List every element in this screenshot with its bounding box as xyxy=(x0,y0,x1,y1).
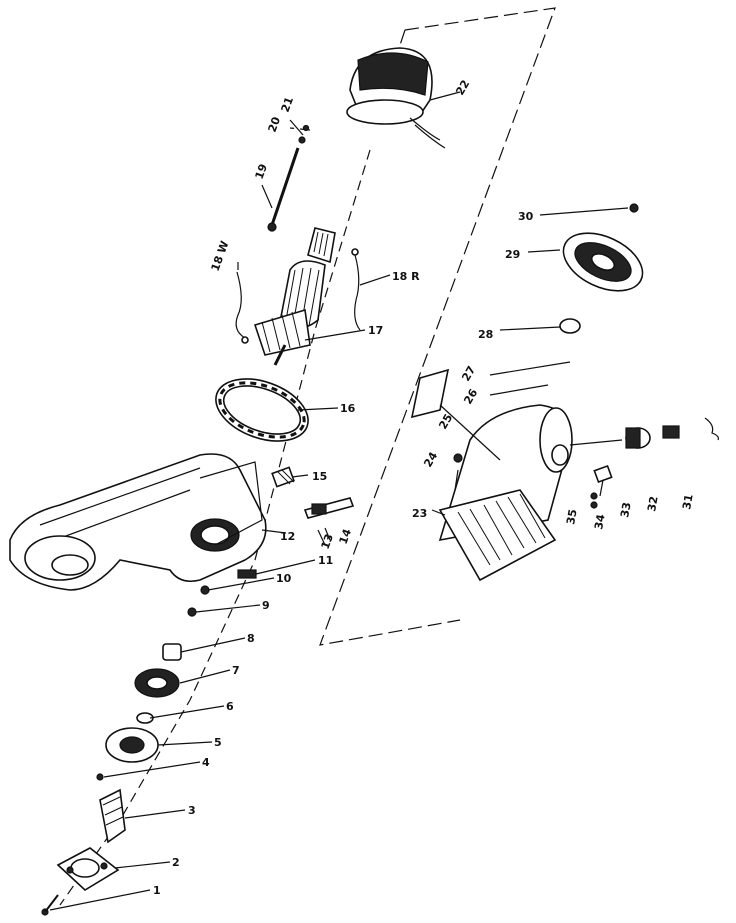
leader-lines xyxy=(49,91,629,911)
part-label-6: 6 xyxy=(226,700,234,713)
armature-part xyxy=(253,227,336,366)
part-label-20: 20 xyxy=(266,115,284,134)
spindle-part xyxy=(99,788,126,844)
spindle-lock-pin-part xyxy=(303,497,355,546)
part-label-19: 19 xyxy=(253,162,270,181)
brush-leads xyxy=(235,248,361,344)
gear-housing-part xyxy=(9,453,267,591)
part-label-33: 33 xyxy=(618,501,633,518)
part-labels: 1 2 3 4 5 6 7 8 9 10 11 12 13 14 15 16 1… xyxy=(153,78,696,897)
part-label-5: 5 xyxy=(214,736,222,749)
part-label-34: 34 xyxy=(592,513,608,531)
part-label-3: 3 xyxy=(188,804,196,817)
bearing-plate-part xyxy=(56,847,120,891)
bearing-part xyxy=(162,643,182,661)
part-label-23: 23 xyxy=(412,507,427,520)
end-cap-screw-part xyxy=(629,203,639,213)
motor-housing-part xyxy=(438,404,573,582)
part-label-22: 22 xyxy=(453,78,472,98)
part-label-4: 4 xyxy=(202,756,210,769)
part-label-8: 8 xyxy=(247,632,255,645)
part-label-16: 16 xyxy=(340,402,356,415)
part-label-31: 31 xyxy=(680,493,695,510)
part-label-26: 26 xyxy=(461,386,480,406)
part-label-13: 13 xyxy=(319,532,336,551)
gear-part xyxy=(134,668,180,698)
part-label-18w: 18 W xyxy=(209,239,232,273)
baffle-ring-part xyxy=(215,378,309,442)
bearing-retainer-part xyxy=(105,727,159,763)
part-label-11: 11 xyxy=(318,554,333,567)
part-label-27: 27 xyxy=(459,364,478,384)
part-label-12: 12 xyxy=(280,530,295,543)
part-label-14: 14 xyxy=(337,527,355,546)
part-label-17: 17 xyxy=(368,324,383,337)
screw-part xyxy=(267,124,310,232)
field-stator-part xyxy=(346,47,446,149)
nameplate-part xyxy=(410,368,450,419)
part-label-25: 25 xyxy=(436,412,455,432)
part-label-18r: 18 R xyxy=(392,270,420,283)
brush-holder-group xyxy=(590,417,719,509)
part-label-24: 24 xyxy=(421,449,440,469)
key-part xyxy=(96,773,104,781)
part-label-35: 35 xyxy=(564,508,579,525)
part-label-30: 30 xyxy=(518,210,534,223)
part-label-7: 7 xyxy=(232,664,240,677)
part-label-29: 29 xyxy=(505,248,520,261)
part-label-15: 15 xyxy=(312,470,327,483)
part-label-32: 32 xyxy=(645,495,660,512)
latch-part xyxy=(271,466,295,488)
part-label-2: 2 xyxy=(172,856,180,869)
part-label-9: 9 xyxy=(262,599,270,612)
screw-1-part xyxy=(41,894,59,916)
part-label-1: 1 xyxy=(153,884,161,897)
end-cap-part xyxy=(562,232,644,292)
bearing-28-part xyxy=(559,318,581,334)
part-label-21: 21 xyxy=(279,95,296,114)
part-label-10: 10 xyxy=(276,572,292,585)
part-label-28: 28 xyxy=(478,328,493,341)
